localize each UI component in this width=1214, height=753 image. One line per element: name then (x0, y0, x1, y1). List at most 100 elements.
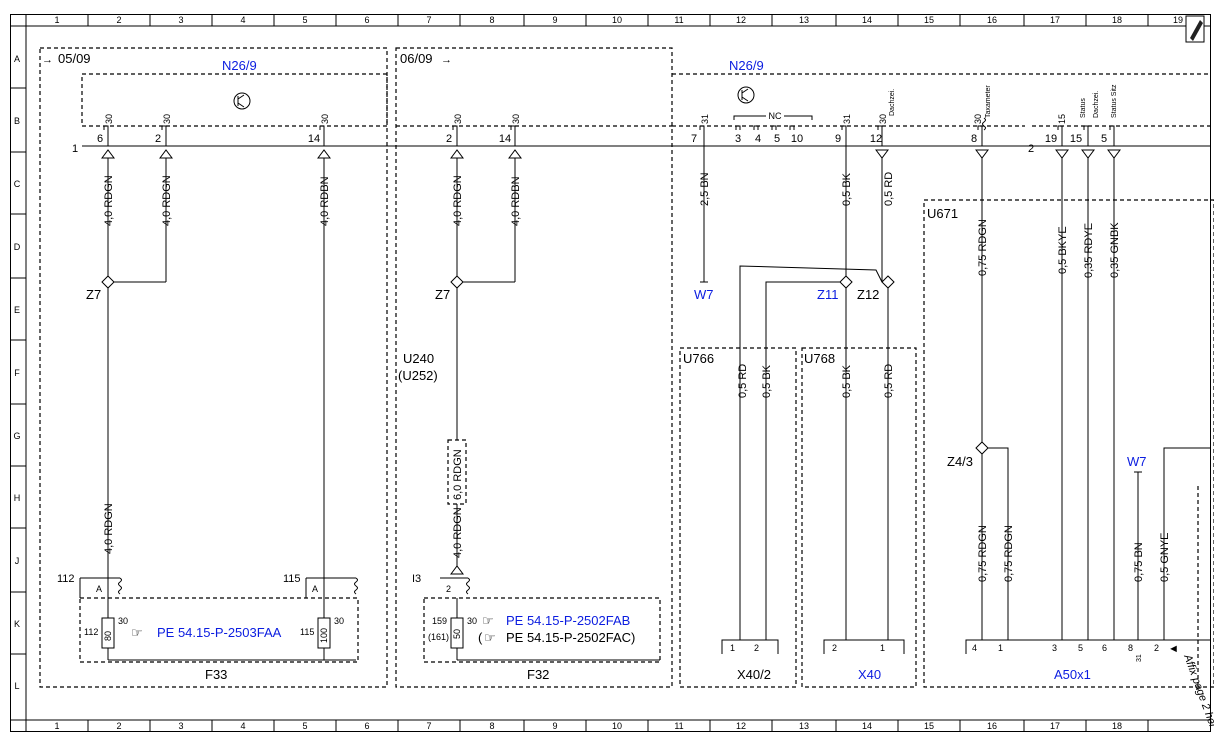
splice-z12[interactable]: Z12 (857, 287, 879, 302)
col-num: 3 (178, 15, 183, 25)
splice-z11[interactable]: Z11 (817, 287, 838, 302)
col-num: 13 (799, 15, 809, 25)
component-u252: (U252) (398, 368, 438, 383)
col-num: 15 (924, 15, 934, 25)
nc-label: NC (769, 111, 782, 121)
pin-label: 30 (511, 114, 521, 124)
component-a50x1[interactable]: A50x1 (1054, 667, 1091, 682)
row-letter: D (14, 242, 21, 252)
col-num: 6 (364, 721, 369, 731)
pin-function-label: Status (1080, 98, 1087, 118)
pin-number: 10 (791, 133, 803, 145)
fuse-f33-b (317, 617, 331, 660)
wire-label: 0,5 RD (883, 172, 895, 206)
row-letter: B (14, 116, 20, 126)
pin-number-31: 31 (1136, 654, 1143, 662)
reference-link-f33[interactable]: PE 54.15-P-2503FAA (157, 625, 282, 640)
col-num: 2 (116, 15, 121, 25)
component-x40-2[interactable]: X40/2 (737, 667, 771, 682)
transistor-icon (233, 92, 251, 110)
splice-points (101, 275, 989, 455)
pin-number: 6 (97, 133, 103, 145)
u766-box (679, 347, 797, 688)
splice-z7-left[interactable]: Z7 (86, 287, 101, 302)
component-n26-9-left[interactable]: N26/9 (222, 58, 257, 73)
col-num: 10 (612, 15, 622, 25)
reference-link-f32-a[interactable]: PE 54.15-P-2502FAB (506, 613, 630, 628)
fuse-terminal: 30 (467, 616, 477, 626)
pin-number: 8 (971, 133, 977, 145)
pin-function-label: Dachzei. (889, 89, 896, 116)
fuse-number-112: 112 (57, 573, 75, 585)
affix-note: Affix page 2 her (1181, 652, 1214, 731)
group-box-0609 (395, 47, 673, 688)
connector-x40 (823, 639, 905, 654)
f33-box (79, 597, 359, 663)
component-f32[interactable]: F32 (527, 667, 549, 682)
col-num: 17 (1050, 721, 1060, 731)
col-num: 1 (54, 15, 59, 25)
wire-label: 4,0 RDGN (103, 503, 115, 554)
pin-number: 15 (1070, 133, 1082, 145)
pin-number: 4 (972, 643, 977, 653)
col-num: 6 (364, 15, 369, 25)
pin-label: 30 (162, 114, 172, 124)
fuse-terminal: 30 (334, 616, 344, 626)
pin-number: 9 (835, 133, 841, 145)
pen-icon[interactable] (1185, 15, 1205, 43)
line-number-1: 1 (72, 143, 78, 155)
pin-label: 15 (1057, 114, 1067, 124)
pin-number: 2 (1154, 643, 1159, 653)
component-w7-top[interactable]: W7 (694, 287, 714, 302)
wire-label: 4,0 RDGN (452, 175, 464, 226)
n26-box-left (81, 73, 388, 127)
col-num: 3 (178, 721, 183, 731)
wires (107, 146, 1210, 640)
wire-label: 2,5 BN (699, 172, 711, 206)
col-num: 8 (489, 15, 494, 25)
wire-label: 6,0 RDGN (452, 449, 464, 500)
pin-connectors (103, 125, 1115, 146)
pin-number: 8 (1128, 643, 1133, 653)
group-box-0509 (39, 47, 388, 688)
pin-function-label: Dachzei. (1093, 91, 1100, 118)
hand-pointer-icon: ☞ (131, 625, 143, 640)
pin-number: 1 (730, 643, 735, 653)
component-u768: U768 (804, 351, 835, 366)
component-n26-9-right[interactable]: N26/9 (729, 58, 764, 73)
col-num: 16 (987, 721, 997, 731)
col-num: 12 (736, 15, 746, 25)
wire-label: 0,75 RDGN (977, 525, 989, 582)
pin-number: 6 (1102, 643, 1107, 653)
wire-label: 0,75 BN (1133, 542, 1145, 582)
arrow-left-icon: ◄ (1168, 643, 1179, 655)
splice-z4-3[interactable]: Z4/3 (947, 454, 973, 469)
fuse-number: (161) (428, 632, 449, 642)
wire-label: 4,0 RDBN (319, 176, 331, 226)
fuse-number: 112 (84, 627, 98, 637)
pin-label: 31 (842, 114, 852, 124)
component-x40[interactable]: X40 (858, 667, 881, 682)
pin-number: 1 (880, 643, 885, 653)
row-letter: A (14, 54, 20, 64)
row-letter: J (15, 556, 20, 566)
col-num: 11 (674, 721, 683, 731)
col-num: 19 (1173, 15, 1183, 25)
component-w7-bottom[interactable]: W7 (1127, 454, 1147, 469)
row-letter: C (14, 179, 21, 189)
pin-number: 3 (735, 133, 741, 145)
fuse-rating: 80 (103, 631, 113, 641)
splice-z7-right[interactable]: Z7 (435, 287, 450, 302)
pin-number: 2 (754, 643, 759, 653)
column-ruler (87, 14, 1149, 732)
pin-function-label: Status Sitz (1111, 84, 1118, 118)
component-f33[interactable]: F33 (205, 667, 227, 682)
pin-number: 5 (774, 133, 780, 145)
row-letter: H (14, 493, 21, 503)
col-num: 18 (1112, 721, 1122, 731)
line-number-2: 2 (1028, 143, 1034, 155)
date-left: 05/09 (58, 51, 91, 66)
reference-link-f32-b[interactable]: PE 54.15-P-2502FAC) (506, 630, 635, 645)
